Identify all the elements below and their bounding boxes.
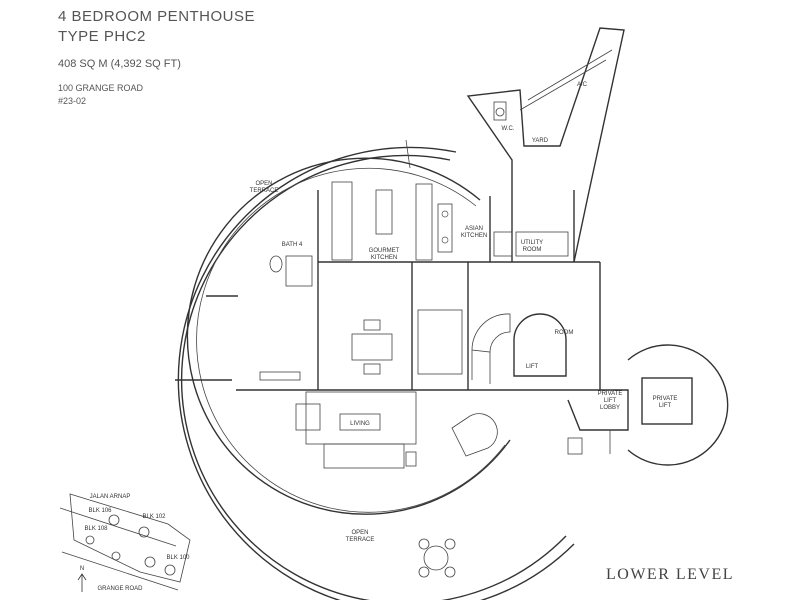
label-yard: YARD: [532, 138, 549, 144]
level-label: LOWER LEVEL: [606, 566, 735, 583]
key-road-bottom: GRANGE ROAD: [97, 586, 143, 592]
key-block-102: BLK 102: [142, 514, 166, 520]
key-plan: JALAN ARNAP BLK 106 BLK 102 BLK 108 BLK …: [59, 493, 191, 592]
plan-type: TYPE PHC2: [58, 28, 146, 45]
label-wc: W.C.: [502, 126, 515, 132]
private-lift-round: [627, 344, 729, 466]
address-unit: #23-02: [58, 96, 87, 106]
north-label: N: [80, 566, 84, 572]
main-circle-wall: [186, 157, 511, 515]
main-circle-glazing: [196, 167, 506, 513]
label-ac: A/C: [577, 82, 588, 88]
terrace-outer-wall-inner: [180, 154, 567, 600]
plan-title: 4 BEDROOM PENTHOUSE: [58, 8, 256, 25]
label-bath4: BATH 4: [282, 242, 303, 248]
label-room: ROOM: [555, 330, 574, 336]
north-arrow-icon: [77, 573, 87, 592]
key-road-top: JALAN ARNAP: [90, 494, 131, 500]
label-living: LIVING: [350, 421, 370, 427]
plan-area: 408 SQ M (4,392 SQ FT): [58, 58, 181, 70]
service-wing: [466, 27, 625, 263]
key-block-108: BLK 108: [84, 526, 108, 532]
key-block-100: BLK 100: [166, 555, 190, 561]
address-street: 100 GRANGE ROAD: [58, 83, 144, 93]
terrace-outer-wall: [177, 146, 575, 600]
key-block-106: BLK 106: [88, 508, 112, 514]
lift-shaft: [513, 313, 567, 377]
label-lift: LIFT: [526, 364, 539, 370]
